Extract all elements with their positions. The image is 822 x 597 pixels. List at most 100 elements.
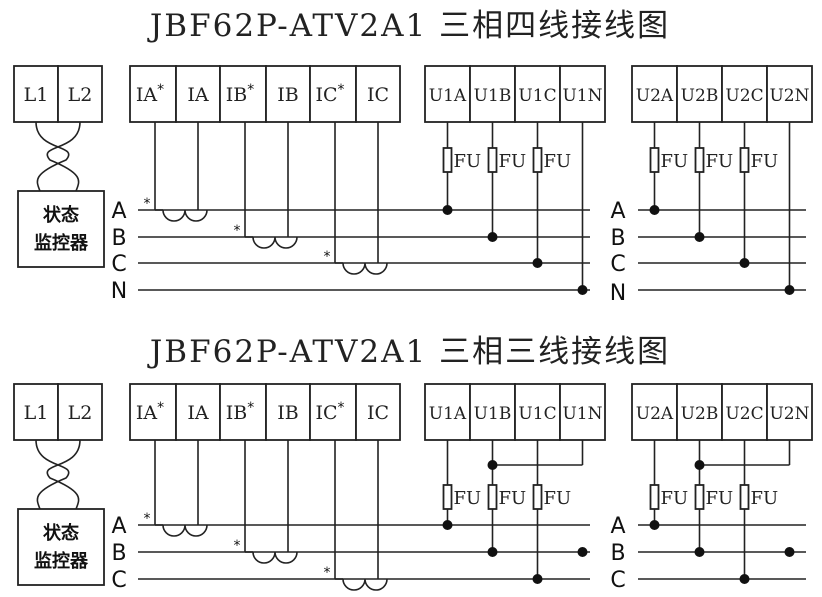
phase-label: B xyxy=(111,226,126,251)
status-monitor-label: 状态 xyxy=(43,204,79,226)
fuse xyxy=(739,147,750,173)
voltage2-terminal-label: U2A xyxy=(636,86,674,106)
voltage1-terminal-label: U1B xyxy=(474,86,512,106)
voltage1-terminal-label: U1N xyxy=(562,86,602,106)
fuse-label: FU xyxy=(454,488,482,509)
junction-dot xyxy=(577,285,588,295)
junction-dot xyxy=(739,574,750,584)
fuse xyxy=(649,147,660,173)
fuse-label: FU xyxy=(454,151,482,172)
fuse xyxy=(694,147,705,173)
current-terminal-label: IC xyxy=(367,84,389,106)
status-monitor-label: 监控器 xyxy=(34,232,89,254)
fuse xyxy=(694,484,705,510)
fuse-label: FU xyxy=(706,151,734,172)
status-monitor-box xyxy=(17,190,105,268)
voltage2-terminal-label: U2N xyxy=(769,86,809,106)
voltage2-terminal xyxy=(766,65,813,123)
aux-terminal xyxy=(13,65,59,123)
diagram-title: JBF62P-ATV2A1 三相四线接线图 xyxy=(147,8,670,44)
phase-label: B xyxy=(610,226,625,251)
junction-dot xyxy=(532,574,543,584)
aux-terminal-label: L2 xyxy=(68,84,93,106)
voltage2-terminal-label: U2B xyxy=(681,86,719,106)
voltage1-terminal-label: U1B xyxy=(474,404,512,424)
voltage1-terminal xyxy=(469,383,516,441)
polarity-star: * xyxy=(234,223,241,239)
fuse-label: FU xyxy=(499,488,527,509)
current-terminal-label: IA xyxy=(187,402,209,424)
voltage1-terminal-label: U1N xyxy=(562,404,602,424)
fuse xyxy=(487,484,498,510)
aux-terminal-label: L2 xyxy=(68,402,93,424)
fuse xyxy=(442,147,453,173)
current-terminal xyxy=(309,383,357,441)
voltage1-terminal xyxy=(559,383,606,441)
current-terminal xyxy=(355,65,401,123)
ct-coil xyxy=(252,236,298,249)
phase-label: C xyxy=(610,252,625,277)
fuse xyxy=(532,484,543,510)
current-terminal-label: IB xyxy=(277,402,298,424)
ct-coil xyxy=(342,262,388,275)
ct-coil xyxy=(162,209,208,222)
voltage1-terminal-label: U1A xyxy=(429,404,467,424)
polarity-star: * xyxy=(144,511,151,527)
ct-coil xyxy=(162,524,208,537)
current-terminal-label: IB xyxy=(277,84,298,106)
current-terminal-label: IA* xyxy=(136,82,164,106)
junction-dot xyxy=(694,547,705,557)
junction-dot xyxy=(694,232,705,242)
phase-label: C xyxy=(111,568,126,593)
diagram-title: JBF62P-ATV2A1 三相三线接线图 xyxy=(147,334,670,370)
current-terminal-label: IC xyxy=(367,402,389,424)
junction-dot xyxy=(739,258,750,268)
fuse-label: FU xyxy=(706,488,734,509)
twisted-wire xyxy=(35,121,70,192)
voltage2-terminal xyxy=(766,383,813,441)
phase-label: A xyxy=(111,514,126,539)
voltage1-terminal xyxy=(559,65,606,123)
polarity-star: * xyxy=(324,565,331,581)
current-terminal xyxy=(175,65,221,123)
voltage2-terminal-label: U2C xyxy=(725,86,763,106)
polarity-star: * xyxy=(157,82,164,98)
phase-label: A xyxy=(610,199,625,224)
current-terminal xyxy=(265,383,311,441)
fuse-label: FU xyxy=(751,151,779,172)
polarity-star: * xyxy=(247,82,254,98)
voltage1-terminal xyxy=(469,65,516,123)
current-terminal xyxy=(355,383,401,441)
voltage1-terminal-label: U1C xyxy=(518,404,556,424)
phase-label: N xyxy=(111,279,127,304)
polarity-star: * xyxy=(338,82,345,98)
current-terminal-label: IB* xyxy=(226,82,254,106)
junction-dot xyxy=(487,460,498,470)
voltage2-terminal xyxy=(676,65,723,123)
voltage2-terminal-label: U2A xyxy=(636,404,674,424)
fuse-label: FU xyxy=(661,488,689,509)
polarity-star: * xyxy=(324,249,331,265)
phase-label: A xyxy=(610,514,625,539)
twisted-wire xyxy=(35,439,70,510)
aux-terminal-label: L1 xyxy=(24,402,49,424)
junction-dot xyxy=(694,460,705,470)
fuse-label: FU xyxy=(544,151,572,172)
ct-coil xyxy=(342,578,388,591)
voltage1-terminal-label: U1C xyxy=(518,86,556,106)
polarity-star: * xyxy=(234,538,241,554)
junction-dot xyxy=(442,520,453,530)
voltage2-terminal-label: U2C xyxy=(725,404,763,424)
aux-terminal xyxy=(13,383,59,441)
fuse xyxy=(532,147,543,173)
ct-coil xyxy=(252,551,298,564)
aux-terminal xyxy=(57,383,103,441)
junction-dot xyxy=(442,205,453,215)
fuse xyxy=(649,484,660,510)
junction-dot xyxy=(649,205,660,215)
fuse-label: FU xyxy=(661,151,689,172)
fuse-label: FU xyxy=(751,488,779,509)
current-terminal xyxy=(129,65,177,123)
phase-label: C xyxy=(111,252,126,277)
phase-label: B xyxy=(111,541,126,566)
